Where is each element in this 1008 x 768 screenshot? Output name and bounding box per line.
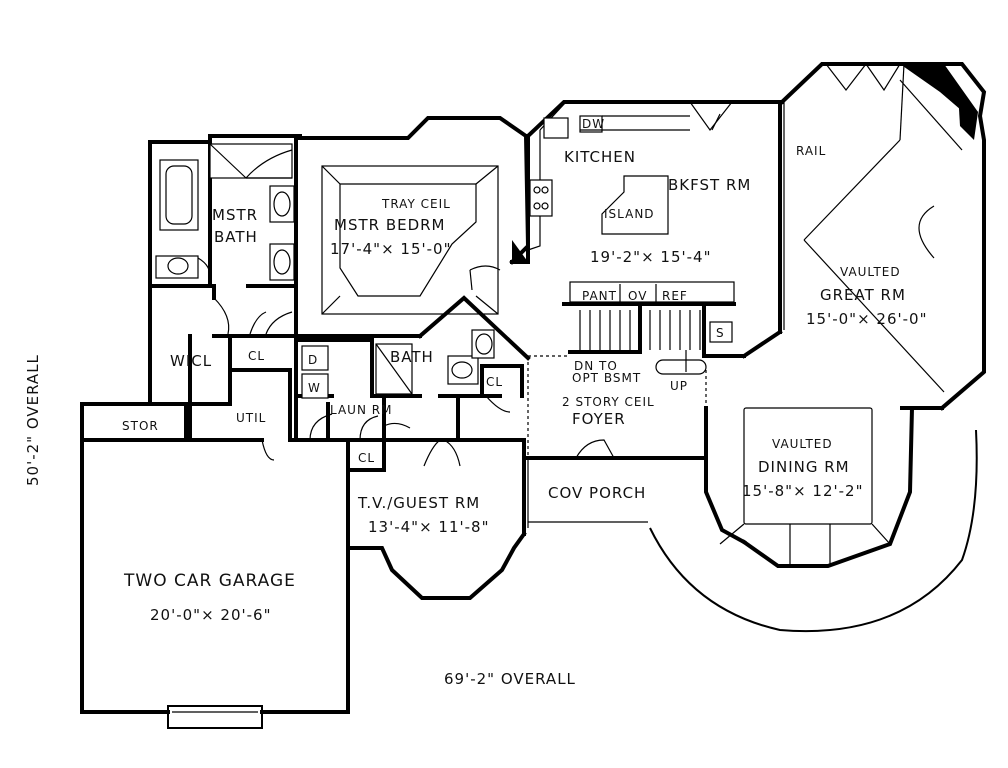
mstr-bedrm-dims: 17'-4"× 15'-0"	[330, 240, 451, 258]
room-labels: MSTR BATH TRAY CEIL MSTR BEDRM 17'-4"× 1…	[24, 117, 927, 688]
mstr-bath-line2: BATH	[214, 228, 258, 246]
stair-treads	[579, 310, 707, 375]
dryer-label: D	[308, 353, 318, 367]
ref-label: REF	[662, 289, 688, 303]
kitchen-label: KITCHEN	[564, 148, 636, 166]
opt-bsmt-label: OPT BSMT	[572, 371, 641, 385]
detail-lines	[155, 63, 978, 633]
bath-label: BATH	[390, 348, 434, 366]
sink-label: S	[716, 326, 725, 340]
dining-label: DINING RM	[758, 458, 850, 476]
laun-rm-label: LAUN RM	[330, 403, 392, 417]
overall-depth-label: 50'-2" OVERALL	[24, 354, 42, 486]
mstr-bath-line1: MSTR	[212, 206, 258, 224]
foyer-ceil-label: 2 STORY CEIL	[562, 395, 655, 409]
tv-guest-label: T.V./GUEST RM	[357, 494, 480, 512]
dining-dims: 15'-8"× 12'-2"	[742, 482, 863, 500]
tv-guest-dims: 13'-4"× 11'-8"	[368, 518, 489, 536]
cl3-label: CL	[358, 451, 375, 465]
wicl-label: WICL	[170, 352, 212, 370]
kitchen-dims: 19'-2"× 15'-4"	[590, 248, 711, 266]
util-label: UTIL	[236, 411, 266, 425]
ov-label: OV	[628, 289, 647, 303]
great-rm-label: GREAT RM	[820, 286, 906, 304]
tray-ceil-label: TRAY CEIL	[381, 197, 451, 211]
cl1-label: CL	[248, 349, 265, 363]
mstr-bedrm-label: MSTR BEDRM	[334, 216, 446, 234]
masonry-marks	[512, 64, 978, 262]
dining-vaulted: VAULTED	[772, 437, 833, 451]
garage-dims: 20'-0"× 20'-6"	[150, 606, 271, 624]
great-rm-vaulted: VAULTED	[840, 265, 901, 279]
pant-label: PANT	[582, 289, 617, 303]
up-label: UP	[670, 379, 688, 393]
overall-width-label: 69'-2" OVERALL	[444, 670, 576, 688]
washer-label: W	[308, 381, 321, 395]
dw-label: DW	[582, 117, 605, 131]
garage-label: TWO CAR GARAGE	[123, 571, 296, 591]
bkfst-label: BKFST RM	[668, 176, 751, 194]
rail-label: RAIL	[796, 144, 826, 158]
cov-porch-label: COV PORCH	[548, 484, 646, 502]
great-rm-dims: 15'-0"× 26'-0"	[806, 310, 927, 328]
dn-to-label: DN TO	[574, 359, 618, 373]
cl2-label: CL	[486, 375, 503, 389]
stor-label: STOR	[122, 419, 159, 433]
island-label: ISLAND	[604, 207, 655, 221]
foyer-label: FOYER	[572, 410, 626, 428]
